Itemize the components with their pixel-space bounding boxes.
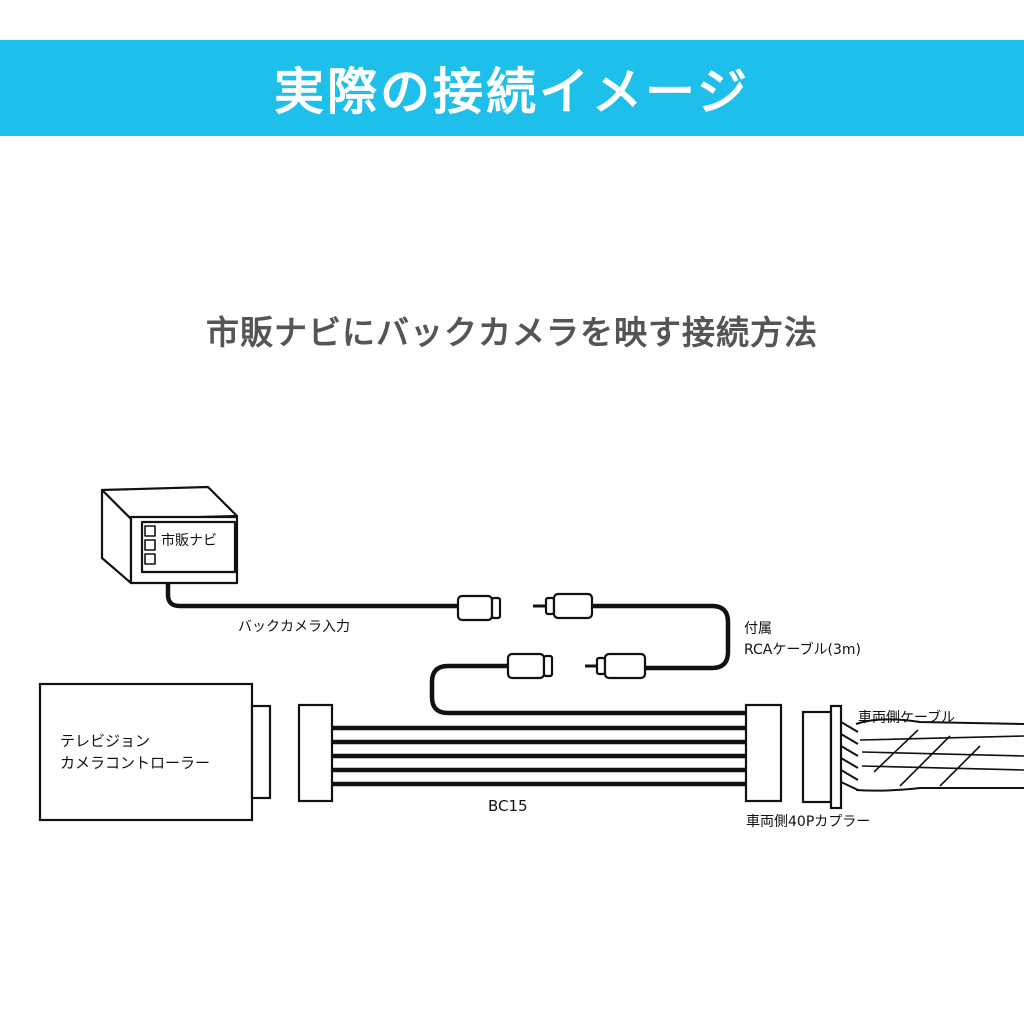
harness-label: BC15: [488, 797, 528, 815]
controller-label-line2: カメラコントローラー: [60, 754, 210, 772]
back-camera-input-label: バックカメラ入力: [238, 619, 350, 635]
rca-connector-navi-side: [456, 594, 502, 622]
rca-plug-1: [533, 592, 594, 620]
rca-connector-controller-side: [506, 652, 554, 680]
bc15-harness: [297, 703, 783, 803]
vehicle-coupler-label: 車両側40Pカプラー: [746, 813, 870, 830]
navi-label: 市販ナビ: [161, 532, 217, 549]
controller-video-cable: [429, 663, 748, 716]
vehicle-cable-label: 車両側ケーブル: [858, 709, 955, 726]
navi-cable: [165, 583, 460, 609]
vehicle-coupler: [801, 704, 1024, 810]
page-title: 実際の接続イメージ: [274, 63, 750, 121]
controller-label-line1: テレビジョン: [60, 732, 150, 750]
rca-cable-label-line1: 付属: [744, 621, 772, 637]
diagram-subtitle: 市販ナビにバックカメラを映す接続方法: [206, 313, 818, 352]
camera-controller: [38, 682, 272, 822]
rca-cable-label-line2: RCAケーブル(3m): [744, 641, 861, 658]
navi-unit: [100, 485, 239, 585]
header-banner: 実際の接続イメージ: [0, 40, 1024, 136]
rca-plug-2: [585, 652, 647, 680]
rca-cable: [592, 603, 731, 671]
